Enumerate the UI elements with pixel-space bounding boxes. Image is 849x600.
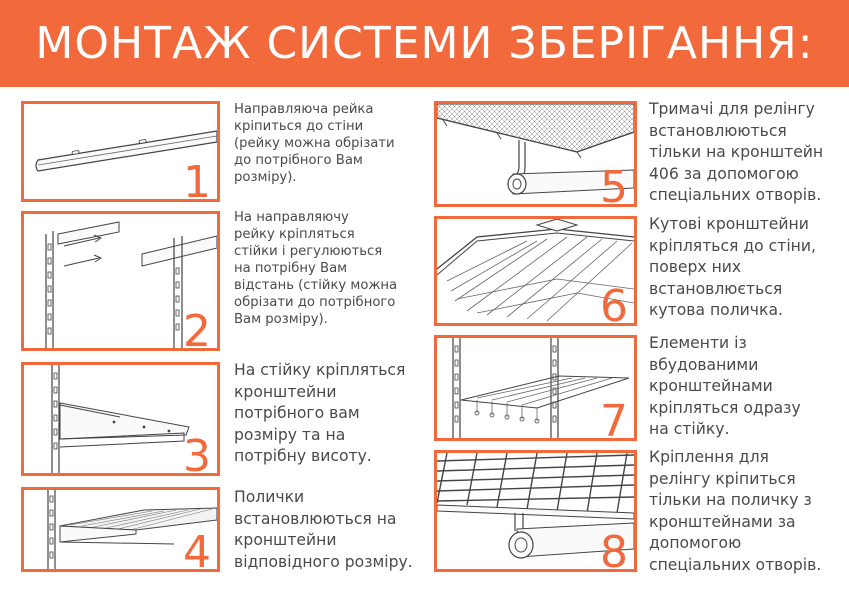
rail-holder-drawing <box>437 104 634 195</box>
step-number: 3 <box>183 431 211 476</box>
step-3-illustration: 3 <box>21 362 220 476</box>
step-number: 5 <box>600 162 628 207</box>
step-2-description: На направляючу рейку кріпляться стійки і… <box>234 210 398 327</box>
step-number: 8 <box>600 527 628 572</box>
step-3-description: На стійку кріпляться кронштейни потрібно… <box>234 361 406 465</box>
step-number: 7 <box>600 396 628 441</box>
step-number: 1 <box>183 157 211 202</box>
step-1-description: Направляюча рейка кріпиться до стіни (ре… <box>234 102 395 185</box>
page-title: МОНТАЖ СИСТЕМИ ЗБЕРІГАННЯ: <box>35 18 814 69</box>
step-number: 2 <box>183 306 211 351</box>
step-5-illustration: 5 <box>434 101 637 207</box>
step-7-description: Елементи із вбудованими кронштейнами крі… <box>649 334 801 438</box>
bracket-on-upright-drawing <box>51 365 190 473</box>
step-number: 4 <box>183 527 211 572</box>
step-4-description: Полички встановлюються на кронштейни від… <box>234 488 413 571</box>
step-2-illustration: 2 <box>21 211 220 351</box>
built-in-bracket-drawing <box>452 338 630 438</box>
step-8-description: Кріплення для релінгу кріпиться тільки н… <box>649 448 822 574</box>
step-number: 6 <box>600 281 628 326</box>
shelf-rail-mount-drawing <box>437 453 634 559</box>
step-8-illustration: 8 <box>434 450 637 572</box>
step-5-description: Тримачі для релінгу встановлюються тільк… <box>649 100 824 204</box>
step-4-illustration: 4 <box>21 487 220 572</box>
step-1-illustration: 1 <box>21 101 220 202</box>
wall-rail-drawing <box>35 130 217 172</box>
corner-shelf-drawing <box>437 219 634 322</box>
step-6-illustration: 6 <box>434 216 637 326</box>
uprights-on-rail-drawing <box>45 221 217 348</box>
header-banner: МОНТАЖ СИСТЕМИ ЗБЕРІГАННЯ: <box>0 0 849 87</box>
shelf-on-bracket-drawing <box>47 490 217 569</box>
step-7-illustration: 7 <box>434 335 637 441</box>
step-6-description: Кутові кронштейни кріпляться до стіни, п… <box>649 215 816 319</box>
